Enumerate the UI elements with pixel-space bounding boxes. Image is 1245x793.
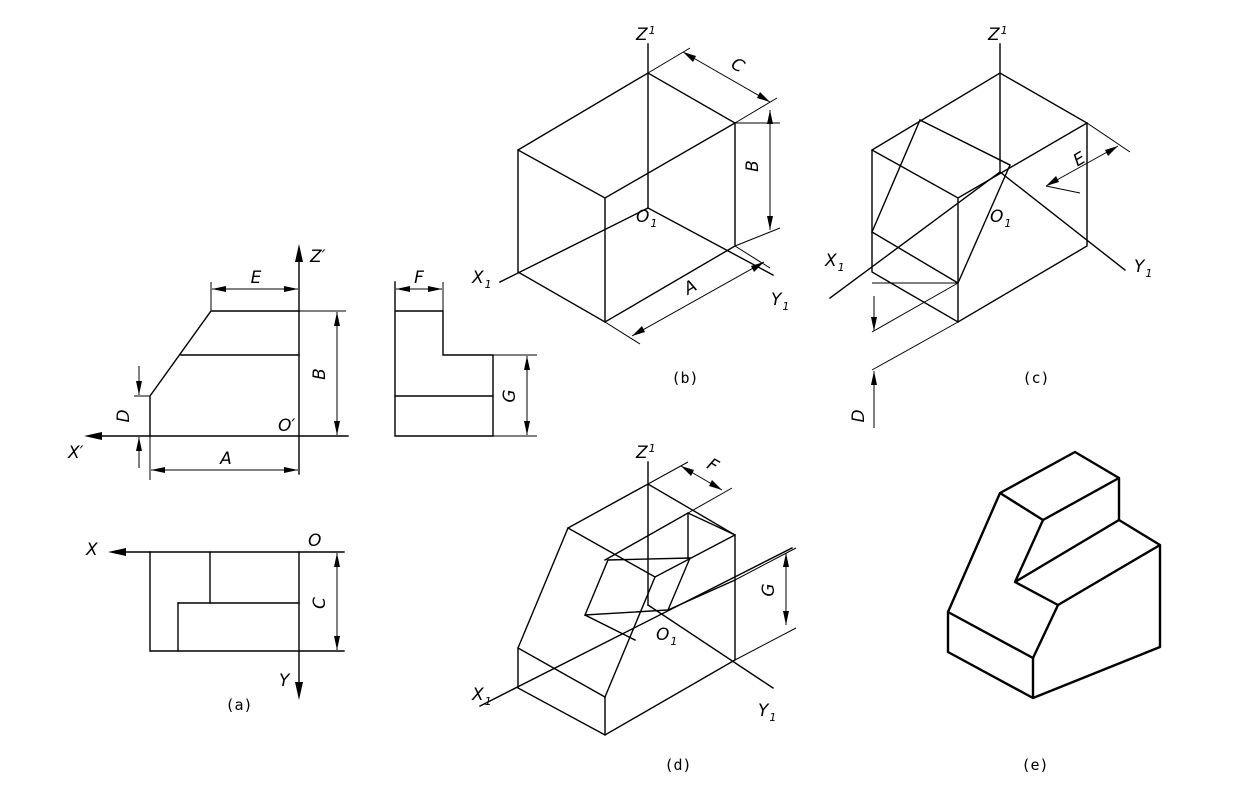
slant-right [957,164,1011,284]
dim-d-label: D [114,409,134,422]
o1-label: O1 [636,207,657,230]
dim-e-label: E [251,268,262,288]
y1-axis [647,604,774,689]
y1-label: Y1 [771,290,789,313]
y1-label: Y1 [758,701,776,724]
dim-e-line [1045,145,1119,187]
z1-label: Z1 [635,442,656,463]
z1-label: Z1 [987,24,1008,45]
x-arrowhead-top [108,548,126,556]
x1-axis [499,207,649,283]
caption-d: (d) [664,756,691,774]
caption-b: (b) [671,369,698,387]
x-prime-arrowhead [84,432,102,440]
solid-outline [946,450,1162,700]
z-prime-arrowhead [295,244,303,262]
dim-f-label: F [703,455,722,477]
view-d: F G Z1 X1 Y1 O1 (d) [471,442,797,774]
dim-c-label: C [727,54,747,77]
y1-label: Y1 [1134,257,1152,280]
y-label-top: Y [279,671,291,691]
dim-g-label: G [500,389,520,402]
dim-c-label: C [310,597,330,609]
dim-b-label: B [743,160,763,172]
dim-a-line [631,261,765,337]
o-prime-label: O′ [278,416,295,436]
dim-a-label: A [680,276,701,300]
caption-e: (e) [1021,756,1048,774]
view-e: (e) [946,450,1162,774]
dim-f-label: F [414,268,424,288]
x1-label: X1 [471,685,492,708]
y-arrowhead-top [295,682,303,700]
side-view-outline [394,281,494,437]
z-prime-label: Z′ [309,247,326,267]
view-a: E B D A Z′ X′ O′ [67,244,349,714]
o1-label: O1 [990,207,1011,230]
dim-d-label: D [849,409,869,422]
slant-left [871,119,921,233]
caption-c: (c) [1022,369,1049,387]
o1-label: O1 [656,625,677,648]
y1-axis [647,207,774,276]
caption-a: (a) [225,696,252,714]
dim-a-label: A [219,449,232,469]
dim-b-label: B [310,368,330,380]
o-label-top: O [308,531,321,551]
top-view-outline [149,551,345,652]
box-outline [871,72,1088,323]
x1-axis [829,171,1001,299]
x1-label: X1 [471,268,492,291]
x-prime-label: X′ [67,443,84,463]
y1-axis [999,171,1126,271]
front-view-outline [149,310,300,437]
z1-label: Z1 [635,24,656,45]
x-label-top: X [85,540,98,560]
notch-outline [583,557,692,616]
dim-c-line [682,51,771,103]
view-b: C B A Z1 X1 Y1 O1 (b) [471,24,789,387]
dim-g-label: G [759,583,779,596]
view-c: E D Z1 X1 Y1 O1 (c) [824,24,1152,428]
x1-axis [479,547,793,707]
part-outline [517,483,736,736]
bounding-box-outline [517,72,736,323]
side-view: F G [394,268,537,437]
x1-label: X1 [824,251,845,274]
